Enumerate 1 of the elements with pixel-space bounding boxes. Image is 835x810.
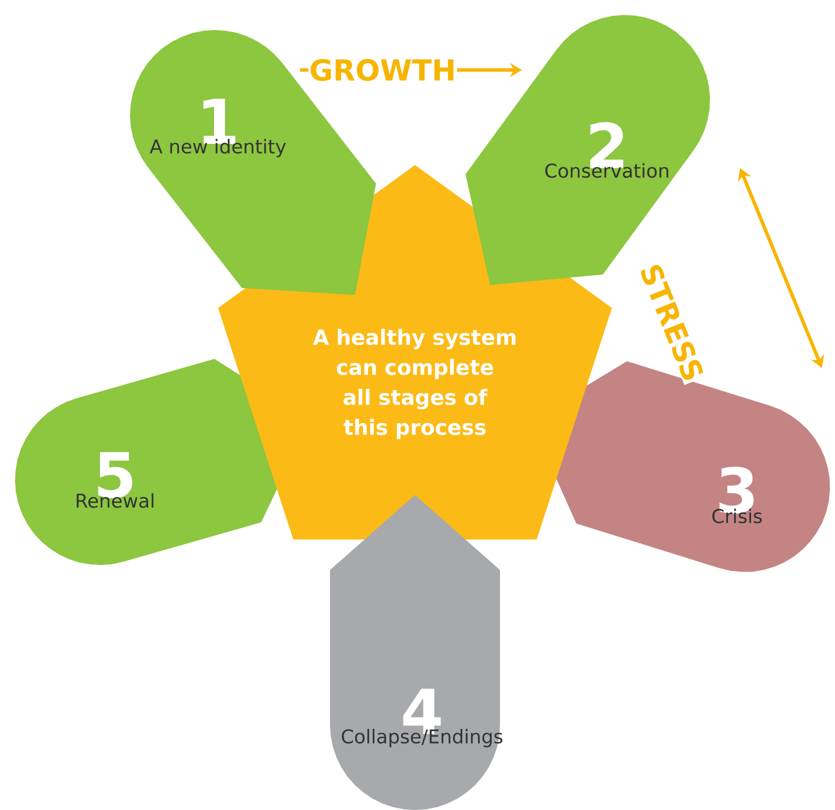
edge-label: GROWTH [308,58,458,82]
